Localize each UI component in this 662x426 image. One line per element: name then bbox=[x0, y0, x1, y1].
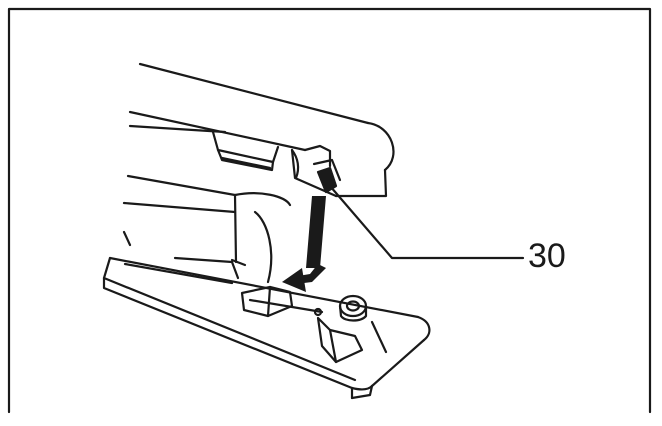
clip-tab bbox=[211, 130, 280, 172]
base-housing bbox=[122, 174, 292, 284]
callout-label-30: 30 bbox=[528, 237, 566, 275]
latch-part bbox=[312, 158, 342, 194]
mounting-plate bbox=[102, 256, 431, 400]
plate-bracket bbox=[240, 285, 388, 364]
callout-30-leader bbox=[328, 184, 525, 260]
upper-housing bbox=[128, 62, 395, 198]
insertion-arrow bbox=[282, 264, 326, 292]
nut-boss bbox=[313, 294, 368, 322]
down-arrow bbox=[306, 196, 326, 268]
figure-frame bbox=[7, 7, 652, 414]
